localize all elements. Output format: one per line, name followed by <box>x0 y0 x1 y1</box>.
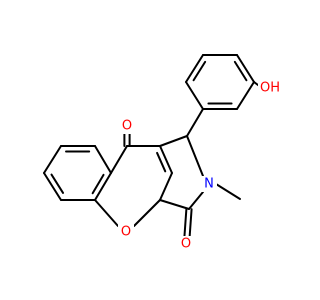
label-mask <box>118 224 134 240</box>
ring-oxygen-label: O <box>121 225 131 240</box>
benzo-ring-bond <box>94 172 112 201</box>
hydroxyl-label: OH <box>260 81 280 96</box>
benzo-double-bond <box>50 173 65 194</box>
atom-labels: O O O N OH <box>118 80 282 252</box>
benzo-double-bond <box>91 173 105 195</box>
pyrrole-bond <box>159 199 190 210</box>
pyranone-bond <box>94 199 119 227</box>
pyrrole-bond <box>188 191 204 210</box>
benzo-ring-bond <box>43 145 62 174</box>
benzo-ring-bond <box>94 145 112 174</box>
pyranone-bond <box>159 145 173 174</box>
pyrrole-bond <box>186 135 204 177</box>
benzo-ring-bond <box>43 172 62 201</box>
phenyl-ring-bond <box>185 81 204 110</box>
pyranone-bond <box>133 199 161 227</box>
pyranone-bond <box>159 172 173 201</box>
ketone-oxygen-label: O <box>122 119 132 134</box>
lactam-double-bond <box>188 208 193 239</box>
nitrogen-label: N <box>204 177 214 192</box>
pyranone-bond <box>110 145 128 174</box>
pyrrole-bond <box>159 135 188 147</box>
label-mask <box>178 236 194 252</box>
lactam-oxygen-label: O <box>181 237 191 252</box>
phenyl-ring-bond <box>185 54 204 83</box>
molecule-structure: O O O N OH <box>43 54 282 252</box>
phenyl-double-bond <box>192 60 207 82</box>
aryl-link-bond <box>186 108 204 137</box>
label-mask <box>201 176 217 192</box>
n-methyl-bond <box>215 183 241 200</box>
lactam-double-bond <box>183 207 188 238</box>
pyranone-double-bond <box>156 151 167 173</box>
label-mask <box>119 118 135 134</box>
phenyl-ring-bond <box>236 81 255 110</box>
phenyl-double-bond <box>233 60 248 82</box>
phenyl-ring-bond <box>236 54 255 83</box>
label-mask <box>258 80 282 96</box>
bond-group <box>43 54 263 239</box>
